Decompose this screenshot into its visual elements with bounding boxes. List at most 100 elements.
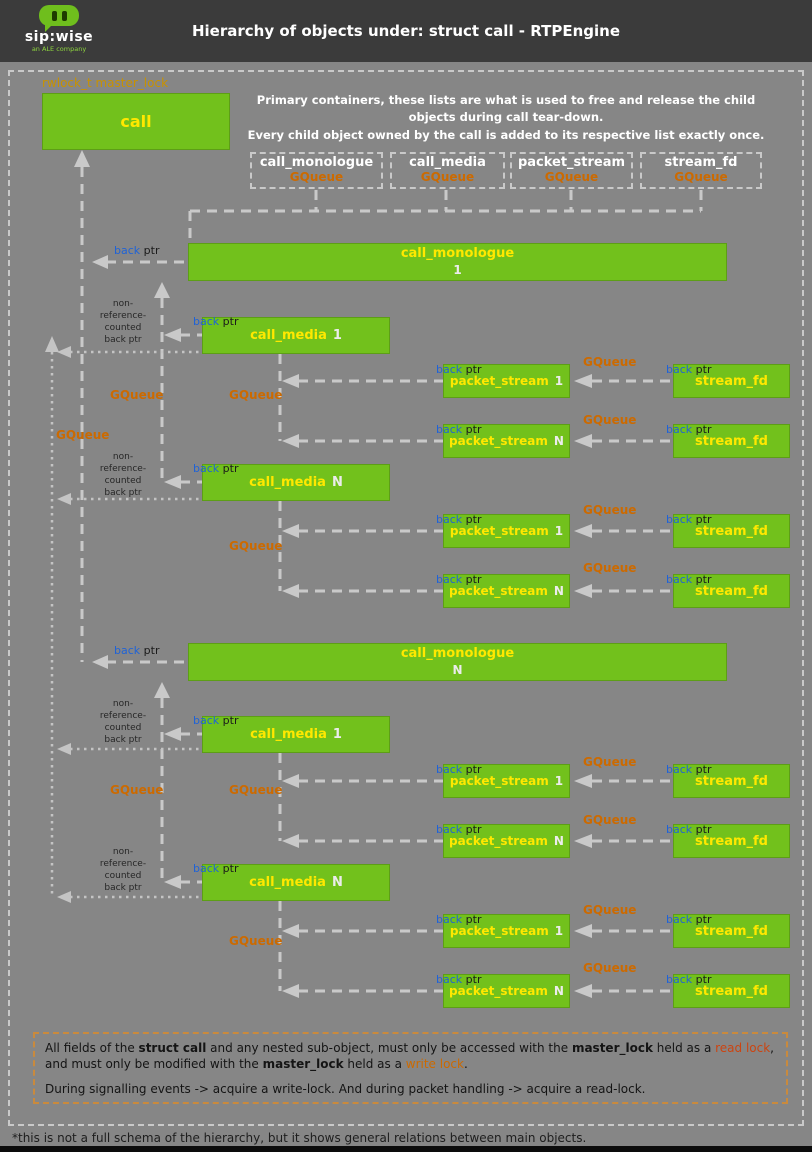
back-ptr-label: back ptr xyxy=(436,513,481,526)
sipwise-logo: sip:wise an ALE company xyxy=(22,5,96,53)
back-ptr-label: back ptr xyxy=(436,913,481,926)
box-name: call_media xyxy=(249,875,326,890)
logo-eye-icon xyxy=(51,10,57,21)
box-name: call_monologue xyxy=(400,246,515,262)
back-ptr-label: back ptr xyxy=(193,462,238,475)
legend-text: All fields of the xyxy=(45,1041,139,1055)
back-ptr-label: back ptr xyxy=(666,763,711,776)
back-ptr-word: ptr xyxy=(695,423,712,436)
container-type: GQueue xyxy=(420,170,475,184)
header-bar: sip:wise an ALE company Hierarchy of obj… xyxy=(0,0,812,62)
box-name: call_monologue xyxy=(400,646,515,662)
box-name: packet_stream xyxy=(449,524,549,538)
back-ptr-word: ptr xyxy=(465,423,482,436)
gqueue-label: GQueue xyxy=(583,961,637,975)
back-ptr-label: back ptr xyxy=(193,862,238,875)
box-name: packet_stream xyxy=(449,774,549,788)
box-name: packet_stream xyxy=(449,374,549,388)
back-ptr-word: back xyxy=(666,363,693,376)
legend-read-lock: read lock xyxy=(715,1041,771,1055)
container-name: call_media xyxy=(409,155,486,170)
container-name: packet_stream xyxy=(517,155,626,170)
back-ptr-word: ptr xyxy=(695,823,712,836)
call-box: call xyxy=(42,93,230,150)
box-name: call_media xyxy=(249,475,326,490)
back-ptr-word: ptr xyxy=(143,644,160,657)
legend-text: master_lock xyxy=(571,1041,653,1055)
container-name: call_monologue xyxy=(259,155,374,170)
back-ptr-word: ptr xyxy=(695,573,712,586)
back-ptr-word: ptr xyxy=(695,913,712,926)
back-ptr-word: ptr xyxy=(695,973,712,986)
legend-line-2: and must only be modified with the maste… xyxy=(45,1056,776,1072)
legend-text: , xyxy=(770,1041,774,1055)
back-ptr-label: back ptr xyxy=(436,973,481,986)
back-ptr-label: back ptr xyxy=(666,973,711,986)
legend-write-lock: write lock xyxy=(405,1057,464,1072)
box-number: N xyxy=(553,984,564,998)
box-number: 1 xyxy=(554,774,564,788)
back-ptr-word: back xyxy=(436,573,463,586)
non-ref-note: non- reference- counted back ptr xyxy=(99,299,147,345)
back-ptr-label: back ptr xyxy=(666,823,711,836)
gqueue-label: GQueue xyxy=(229,539,283,553)
gqueue-label: GQueue xyxy=(583,561,637,575)
box-name: packet_stream xyxy=(449,924,549,938)
back-ptr-word: back xyxy=(436,913,463,926)
back-ptr-label: back ptr xyxy=(114,644,159,657)
legend-line-1: All fields of the struct call and any ne… xyxy=(45,1040,776,1056)
back-ptr-label: back ptr xyxy=(666,913,711,926)
back-ptr-word: back xyxy=(436,763,463,776)
box-number: N xyxy=(553,434,564,448)
stream-fd-box: stream_fd xyxy=(673,764,790,798)
back-ptr-label: back ptr xyxy=(436,573,481,586)
back-ptr-word: back xyxy=(436,423,463,436)
back-ptr-label: back ptr xyxy=(436,423,481,436)
back-ptr-word: back xyxy=(666,823,693,836)
back-ptr-word: ptr xyxy=(222,315,239,328)
box-name: stream_fd xyxy=(695,433,768,449)
back-ptr-word: back xyxy=(666,513,693,526)
gqueue-label: GQueue xyxy=(583,413,637,427)
page-title: Hierarchy of objects under: struct call … xyxy=(191,22,621,40)
back-ptr-label: back ptr xyxy=(193,315,238,328)
gqueue-label: GQueue xyxy=(229,934,283,948)
box-name: stream_fd xyxy=(695,983,768,999)
back-ptr-label: back ptr xyxy=(436,823,481,836)
non-ref-note: non- reference- counted back ptr xyxy=(99,847,147,893)
container-box-call-monologue: call_monologue GQueue xyxy=(250,152,383,189)
box-name: stream_fd xyxy=(695,833,768,849)
box-name: packet_stream xyxy=(449,984,548,998)
logo-tagline: an ALE company xyxy=(31,45,87,54)
box-number: 1 xyxy=(332,328,342,343)
box-number: 1 xyxy=(332,727,342,742)
master-lock-label: rwlock_t master_lock xyxy=(42,76,169,90)
logo-eye-icon xyxy=(61,10,67,21)
container-type: GQueue xyxy=(289,170,344,184)
back-ptr-word: ptr xyxy=(465,973,482,986)
back-ptr-word: back xyxy=(666,763,693,776)
back-ptr-word: back xyxy=(436,823,463,836)
back-ptr-word: back xyxy=(193,714,220,727)
back-ptr-word: back xyxy=(114,244,141,257)
box-number: 1 xyxy=(554,524,564,538)
packet-stream-box: packet_stream 1 xyxy=(443,764,570,798)
box-number: N xyxy=(331,875,343,890)
footnote: *this is not a full schema of the hierar… xyxy=(12,1131,587,1145)
back-ptr-word: ptr xyxy=(222,862,239,875)
intro-line-2: Every child object owned by the call is … xyxy=(247,127,765,142)
back-ptr-label: back ptr xyxy=(436,763,481,776)
back-ptr-word: back xyxy=(114,644,141,657)
container-type: GQueue xyxy=(674,170,728,184)
box-number: 1 xyxy=(554,924,564,938)
legend-text: held as a xyxy=(343,1057,406,1072)
back-ptr-word: ptr xyxy=(695,363,712,376)
legend-line-3: During signalling events -> acquire a wr… xyxy=(45,1082,646,1097)
gqueue-label: GQueue xyxy=(583,755,637,769)
intro-line-1: Primary containers, these lists are what… xyxy=(256,93,756,125)
back-ptr-word: ptr xyxy=(695,763,712,776)
back-ptr-word: ptr xyxy=(222,462,239,475)
back-ptr-word: back xyxy=(436,363,463,376)
packet-stream-box: packet_stream N xyxy=(443,974,570,1008)
